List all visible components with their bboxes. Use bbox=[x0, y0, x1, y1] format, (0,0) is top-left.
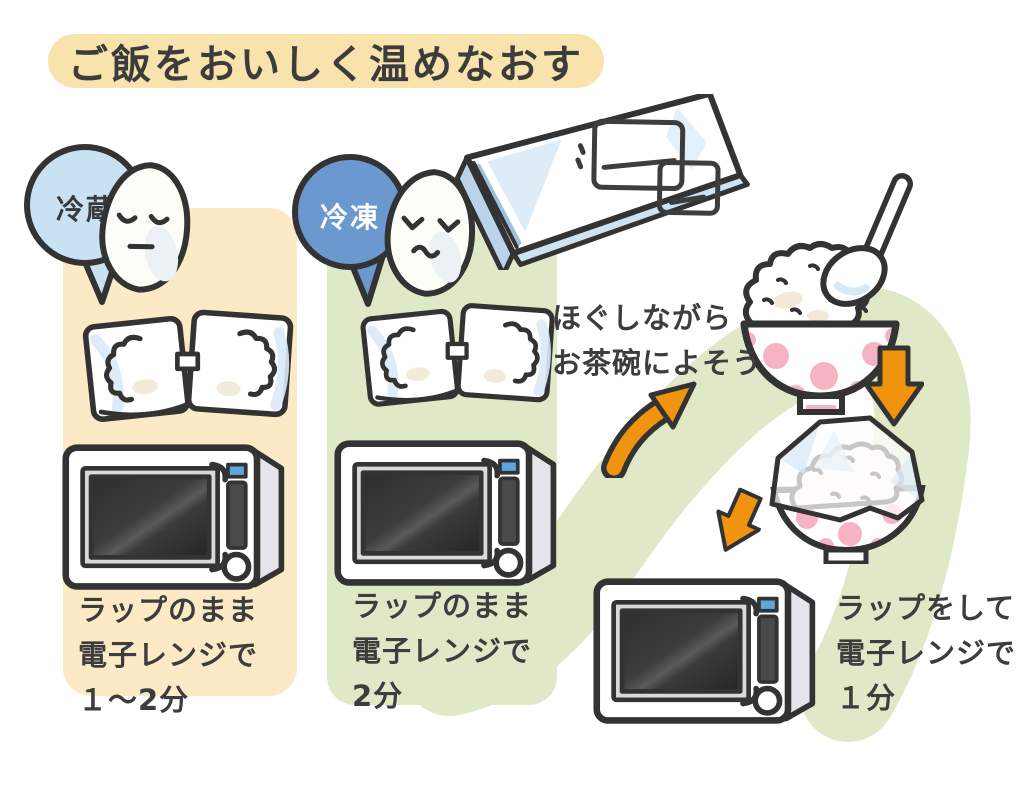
frozen-caption-line2: 電子レンジで bbox=[352, 634, 533, 668]
fridge-caption-line1: ラップのまま bbox=[78, 593, 259, 627]
microwave-frozen-illustration bbox=[334, 438, 559, 590]
title-highlight: ご飯をおいしく温めなおす bbox=[48, 34, 604, 88]
rewarm-caption-line2: 電子レンジで bbox=[836, 636, 1017, 670]
arrow-down-icon bbox=[864, 345, 924, 427]
frozen-speech-bubble bbox=[292, 154, 408, 307]
rice-bowl-with-spoon-illustration bbox=[740, 173, 913, 415]
rewarm-caption-line3: １分 bbox=[836, 681, 897, 715]
wrapped-rice-packets-frozen bbox=[353, 296, 563, 416]
fridge-caption-line3: １〜2分 bbox=[78, 683, 190, 717]
fridge-caption-line2: 電子レンジで bbox=[78, 638, 259, 672]
arrow-down-left-icon bbox=[716, 487, 763, 552]
rewarm-caption-line1: ラップをして bbox=[836, 591, 1016, 625]
serve-note-line1: ほぐしながら bbox=[552, 301, 733, 335]
frozen-label: 冷凍 bbox=[319, 201, 380, 234]
frozen-caption-line1: ラップのまま bbox=[352, 589, 533, 623]
curved-arrow-up-right-icon bbox=[601, 381, 697, 478]
microwave-rewarm-illustration bbox=[593, 576, 818, 728]
page-title: ご飯をおいしく温めなおす bbox=[68, 42, 584, 88]
serve-note: ほぐしながら お茶碗によそう bbox=[552, 296, 762, 386]
wrapped-bowl-illustration bbox=[769, 415, 926, 564]
frozen-caption-line3: 2分 bbox=[352, 679, 404, 713]
freezer-bag-illustration bbox=[454, 94, 750, 270]
sleepy-rice-grain-icon bbox=[99, 162, 191, 293]
serve-note-line2: お茶碗によそう bbox=[552, 346, 763, 380]
frozen-caption: ラップのまま 電子レンジで 2分 bbox=[352, 584, 532, 719]
fridge-caption: ラップのまま 電子レンジで １〜2分 bbox=[78, 588, 258, 723]
rewarm-caption: ラップをして 電子レンジで １分 bbox=[836, 586, 1016, 721]
microwave-fridge-illustration bbox=[62, 442, 287, 594]
wrapped-rice-packets-fridge bbox=[76, 302, 301, 432]
shivering-rice-grain-icon bbox=[384, 169, 475, 297]
